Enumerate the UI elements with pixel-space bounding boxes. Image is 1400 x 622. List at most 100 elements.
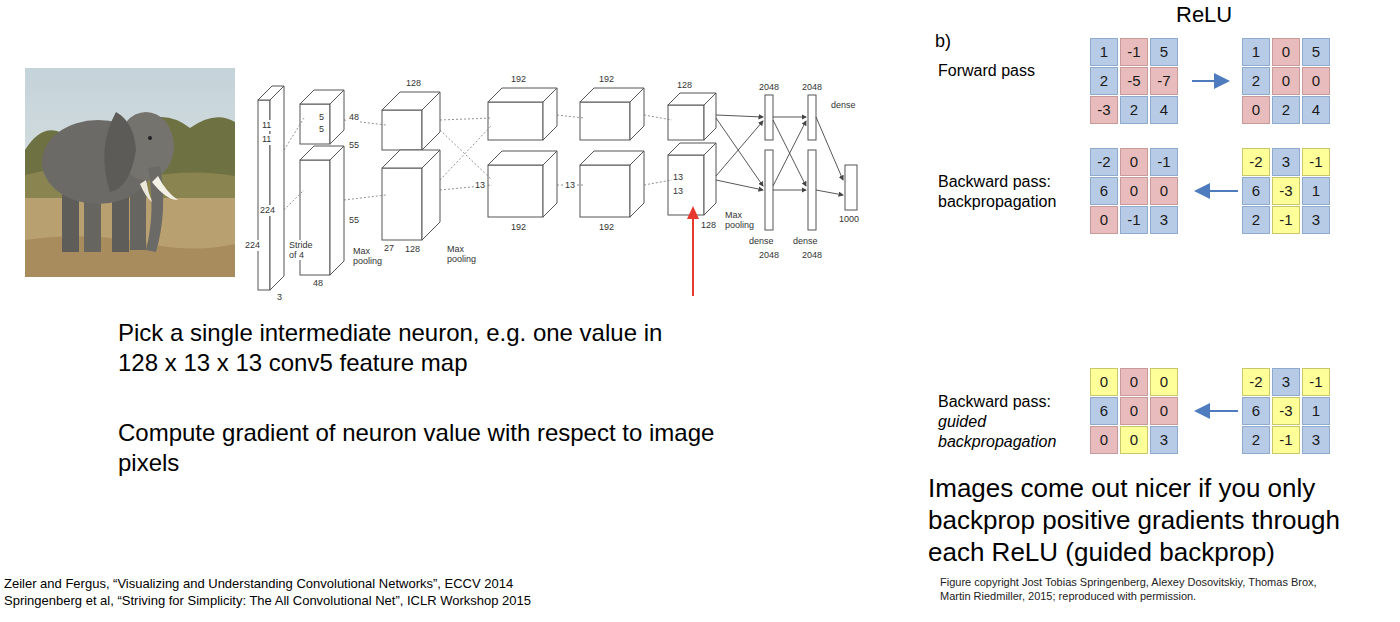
- matrix-cell: 2: [1242, 426, 1270, 454]
- matrix-cell: 3: [1272, 368, 1300, 396]
- matrix-cell: 3: [1302, 206, 1330, 234]
- matrix-cell: 2: [1242, 206, 1270, 234]
- layer-dimension: 2048: [801, 82, 823, 93]
- stride-note: Stride of 4: [288, 240, 322, 260]
- layer-dimension: 2048: [801, 250, 823, 261]
- matrix-cell: 2: [1242, 67, 1270, 95]
- matrix-cell: -7: [1150, 67, 1178, 95]
- citation: Springenberg et al, “Striving for Simpli…: [4, 593, 531, 609]
- body-text: Compute gradient of neuron value with re…: [118, 418, 718, 478]
- matrix-cell: 0: [1090, 368, 1118, 396]
- row-label: Backward pass:: [938, 172, 1051, 191]
- layer-dimension: 55: [348, 140, 360, 151]
- matrix-cell: -1: [1302, 368, 1330, 396]
- matrix-cell: 0: [1090, 426, 1118, 454]
- matrix-cell: 2: [1090, 67, 1118, 95]
- matrix-cell: 2: [1272, 96, 1300, 124]
- pointer-arrow: [687, 206, 699, 296]
- elephant-photo: [25, 68, 235, 277]
- row-label: Backward pass:: [938, 392, 1051, 411]
- matrix-cell: 3: [1150, 206, 1178, 234]
- layer-dimension: 48: [312, 278, 324, 289]
- layer-dimension: 13: [672, 172, 684, 183]
- matrix-cell: -1: [1120, 206, 1148, 234]
- matrix-cell: -1: [1302, 148, 1330, 176]
- caption: Images come out nicer if you only backpr…: [928, 472, 1383, 568]
- layer-dimension: 224: [259, 205, 276, 216]
- matrix-cell: 1: [1090, 38, 1118, 66]
- matrix-cell: -2: [1242, 148, 1270, 176]
- matrix-cell: -3: [1272, 177, 1300, 205]
- row-label: Forward pass: [938, 61, 1035, 80]
- layer-dimension: 224: [244, 240, 261, 251]
- matrix-cell: 0: [1272, 67, 1300, 95]
- matrix-cell: -1: [1120, 38, 1148, 66]
- layer-dimension: 1000: [838, 214, 860, 225]
- matrix-cell: 1: [1302, 177, 1330, 205]
- matrix-cell: 5: [1150, 38, 1178, 66]
- layer-dimension: 192: [598, 74, 615, 85]
- layer-type: dense: [792, 236, 819, 247]
- layer-dimension: 11: [261, 120, 272, 131]
- matrix-cell: 1: [1302, 397, 1330, 425]
- copyright-note: Figure copyright Jost Tobias Springenber…: [940, 575, 1350, 603]
- layer-dimension: 5: [318, 124, 325, 135]
- layer-dimension: 48: [348, 112, 360, 123]
- matrix-cell: 6: [1090, 397, 1118, 425]
- matrix-cell: 4: [1302, 96, 1330, 124]
- layer-dimension: 192: [510, 222, 527, 233]
- matrix-cell: 0: [1120, 148, 1148, 176]
- layer-dimension: 13: [672, 186, 684, 197]
- kernel-lines: [284, 115, 672, 210]
- matrix-cell: -1: [1150, 148, 1178, 176]
- layer-dimension: 192: [510, 74, 527, 85]
- matrix-cell: 0: [1120, 397, 1148, 425]
- layer-dimension: 128: [404, 244, 421, 255]
- matrix-cell: 0: [1090, 206, 1118, 234]
- matrix-cell: 0: [1242, 96, 1270, 124]
- layer-dimension: 128: [676, 80, 693, 91]
- matrix-cell: 2: [1120, 96, 1148, 124]
- matrix-cell: 0: [1120, 177, 1148, 205]
- matrix-cell: 0: [1150, 397, 1178, 425]
- matrix-cell: 6: [1090, 177, 1118, 205]
- pooling-note: Max pooling: [724, 210, 762, 230]
- layer-dimension: 128: [700, 220, 717, 231]
- matrix-cell: 0: [1302, 67, 1330, 95]
- matrix-cell: -2: [1090, 148, 1118, 176]
- layer-dimension: 128: [405, 78, 422, 89]
- pooling-note: Max pooling: [446, 244, 484, 264]
- layer-dimension: 11: [261, 134, 272, 145]
- layer-type: dense: [748, 236, 775, 247]
- panel-letter: b): [935, 30, 951, 52]
- matrix-cell: 6: [1242, 177, 1270, 205]
- layer-dimension: 13: [474, 180, 486, 191]
- matrix-cell: 0: [1150, 177, 1178, 205]
- matrix-cell: -2: [1242, 368, 1270, 396]
- layer-dimension: 192: [598, 222, 615, 233]
- matrix-cell: 6: [1242, 397, 1270, 425]
- layer-dimension: 27: [383, 243, 395, 254]
- body-text: Pick a single intermediate neuron, e.g. …: [118, 318, 663, 378]
- matrix-cell: 5: [1302, 38, 1330, 66]
- matrix-cell: -3: [1272, 397, 1300, 425]
- citation: Zeiler and Fergus, “Visualizing and Unde…: [4, 576, 513, 592]
- layer-type: dense: [830, 100, 857, 111]
- matrix-cell: 0: [1272, 38, 1300, 66]
- matrix-cell: 3: [1302, 426, 1330, 454]
- matrix-cell: -1: [1272, 426, 1300, 454]
- matrix-cell: 0: [1150, 368, 1178, 396]
- layer-dimension: 3: [276, 292, 283, 303]
- row-label: guided backpropagation: [938, 412, 1073, 452]
- relu-title: ReLU: [1176, 2, 1232, 28]
- layer-dimension: 13: [564, 180, 576, 191]
- matrix-cell: 3: [1272, 148, 1300, 176]
- matrix-cell: -5: [1120, 67, 1148, 95]
- matrix-cell: 0: [1120, 426, 1148, 454]
- matrix-cell: -3: [1090, 96, 1118, 124]
- alexnet-diagram: [258, 86, 857, 290]
- layer-dimension: 5: [318, 112, 325, 123]
- matrix-cell: 3: [1150, 426, 1178, 454]
- matrix-cell: 4: [1150, 96, 1178, 124]
- dense-connections: [716, 115, 843, 195]
